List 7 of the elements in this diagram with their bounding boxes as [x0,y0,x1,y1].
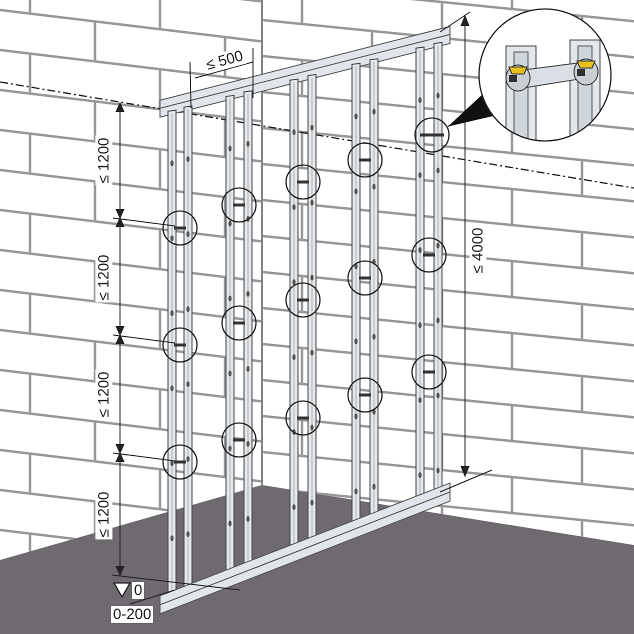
dimension-label: ≤ 1200 [95,135,112,185]
dimension-label: ≤ 1200 [95,369,112,419]
dimension-label: 0-200 [111,606,154,622]
dimension-label: 0 [132,582,144,598]
dimension-label: ≤ 1200 [95,489,112,539]
dimension-label: ≤ 1200 [95,252,112,302]
dimension-label: ≤ 4000 [469,225,486,275]
